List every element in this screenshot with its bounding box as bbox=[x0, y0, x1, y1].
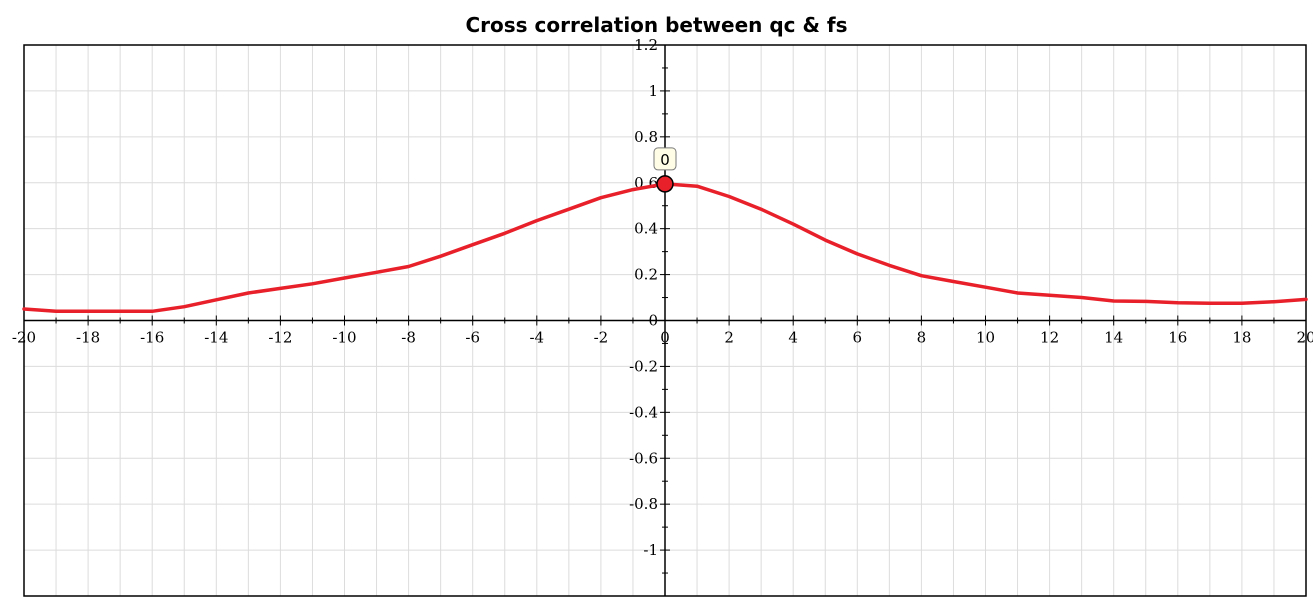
y-axis-ticks: -1-0.8-0.6-0.4-0.200.20.40.60.811.2 bbox=[629, 36, 658, 559]
chart-title: Cross correlation between qc & fs bbox=[465, 13, 848, 37]
x-tick-label: -20 bbox=[12, 329, 36, 347]
highlight-layer[interactable]: 0 bbox=[653, 147, 677, 193]
highlight-marker[interactable] bbox=[656, 175, 674, 193]
y-tick-label: 0.2 bbox=[634, 266, 658, 284]
x-tick-label: 4 bbox=[788, 329, 798, 347]
x-tick-label: -8 bbox=[401, 329, 416, 347]
y-tick-label: -0.6 bbox=[629, 449, 658, 467]
x-tick-label: 8 bbox=[917, 329, 927, 347]
x-tick-label: 18 bbox=[1232, 329, 1251, 347]
x-tick-label: -4 bbox=[529, 329, 544, 347]
highlight-label: 0 bbox=[660, 151, 670, 169]
y-tick-label: 1 bbox=[648, 82, 658, 100]
x-tick-label: -16 bbox=[140, 329, 164, 347]
x-tick-label: -12 bbox=[268, 329, 292, 347]
x-tick-label: -2 bbox=[594, 329, 609, 347]
x-tick-label: -6 bbox=[465, 329, 480, 347]
highlight-label-box bbox=[653, 147, 677, 171]
x-tick-label: 0 bbox=[660, 329, 670, 347]
x-tick-label: 10 bbox=[976, 329, 995, 347]
y-tick-label: 0.8 bbox=[634, 128, 658, 146]
x-tick-label: -14 bbox=[204, 329, 228, 347]
y-tick-label: -0.8 bbox=[629, 495, 658, 513]
y-tick-label: -0.2 bbox=[629, 357, 658, 375]
y-tick-label: 0.4 bbox=[634, 220, 658, 238]
y-tick-label: 1.2 bbox=[634, 36, 658, 54]
y-tick-label: 0 bbox=[648, 312, 658, 330]
x-tick-label: 2 bbox=[724, 329, 734, 347]
x-tick-label: -18 bbox=[76, 329, 100, 347]
x-tick-label: 14 bbox=[1104, 329, 1123, 347]
x-tick-label: 16 bbox=[1168, 329, 1187, 347]
x-tick-label: 12 bbox=[1040, 329, 1059, 347]
x-tick-label: 20 bbox=[1296, 329, 1313, 347]
y-tick-label: -1 bbox=[643, 541, 658, 559]
x-tick-label: 6 bbox=[853, 329, 863, 347]
y-tick-label: -0.4 bbox=[629, 403, 658, 421]
x-tick-label: -10 bbox=[332, 329, 356, 347]
